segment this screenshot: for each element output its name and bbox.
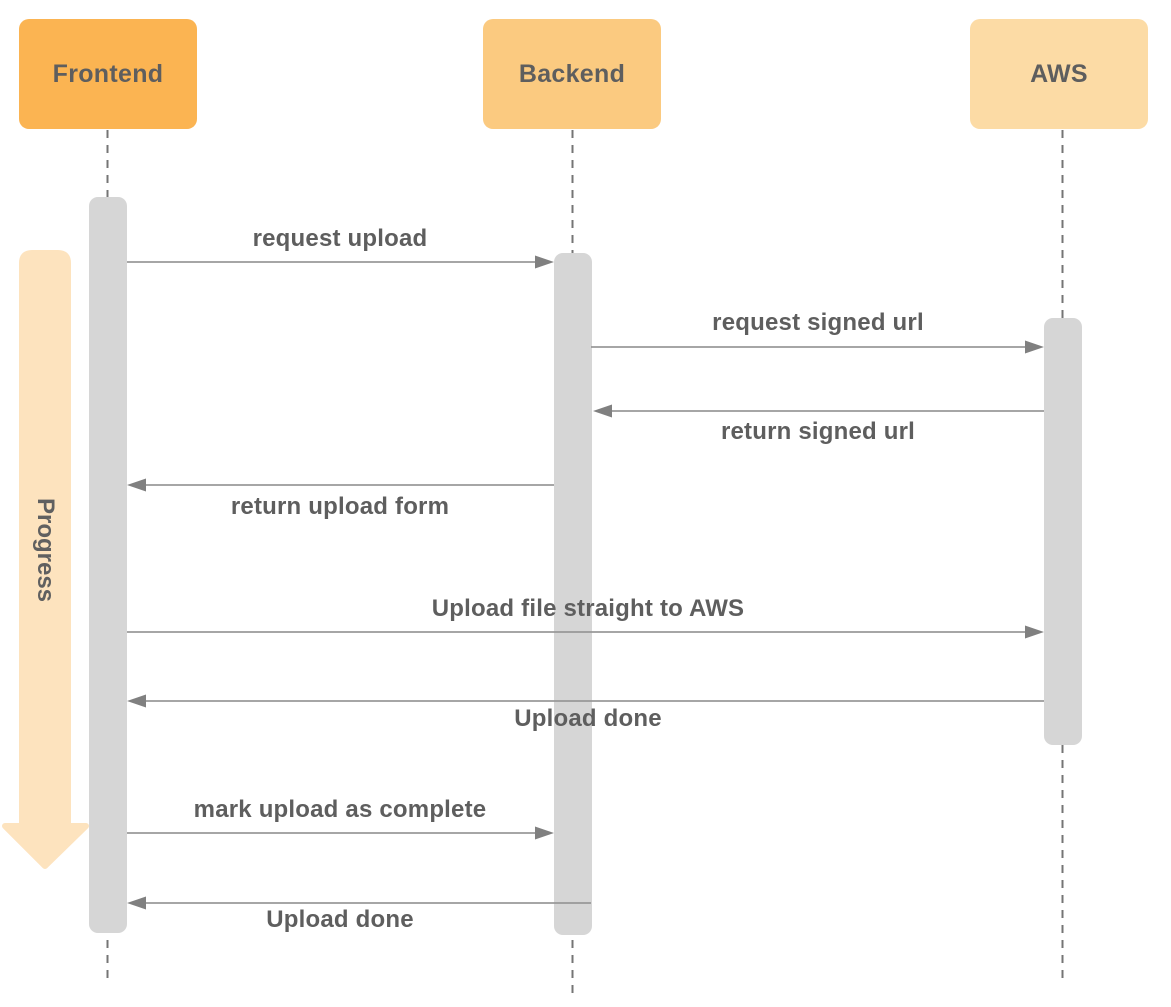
message-label-upload-file-straight-to-aws: Upload file straight to AWS <box>431 595 745 622</box>
activation-bar-aws <box>1044 318 1082 745</box>
actor-box-backend: Backend <box>483 19 661 129</box>
actor-label-backend: Backend <box>518 59 626 88</box>
progress-arrow-label: Progress <box>32 497 59 603</box>
actor-box-frontend: Frontend <box>19 19 197 129</box>
message-label-request-upload: request upload <box>252 225 428 252</box>
actor-label-frontend: Frontend <box>52 59 164 88</box>
message-label-upload-done-aws: Upload done <box>514 705 662 732</box>
message-label-return-upload-form: return upload form <box>230 493 450 520</box>
actor-label-aws: AWS <box>1030 59 1088 88</box>
progress-arrow <box>2 250 89 869</box>
activation-bar-frontend <box>89 197 127 933</box>
message-label-mark-upload-as-complete: mark upload as complete <box>193 796 487 823</box>
message-label-return-signed-url: return signed url <box>720 418 916 445</box>
message-label-request-signed-url: request signed url <box>712 309 924 336</box>
actor-box-aws: AWS <box>970 19 1148 129</box>
activation-bar-backend <box>554 253 592 935</box>
message-label-upload-done-backend: Upload done <box>266 906 414 933</box>
